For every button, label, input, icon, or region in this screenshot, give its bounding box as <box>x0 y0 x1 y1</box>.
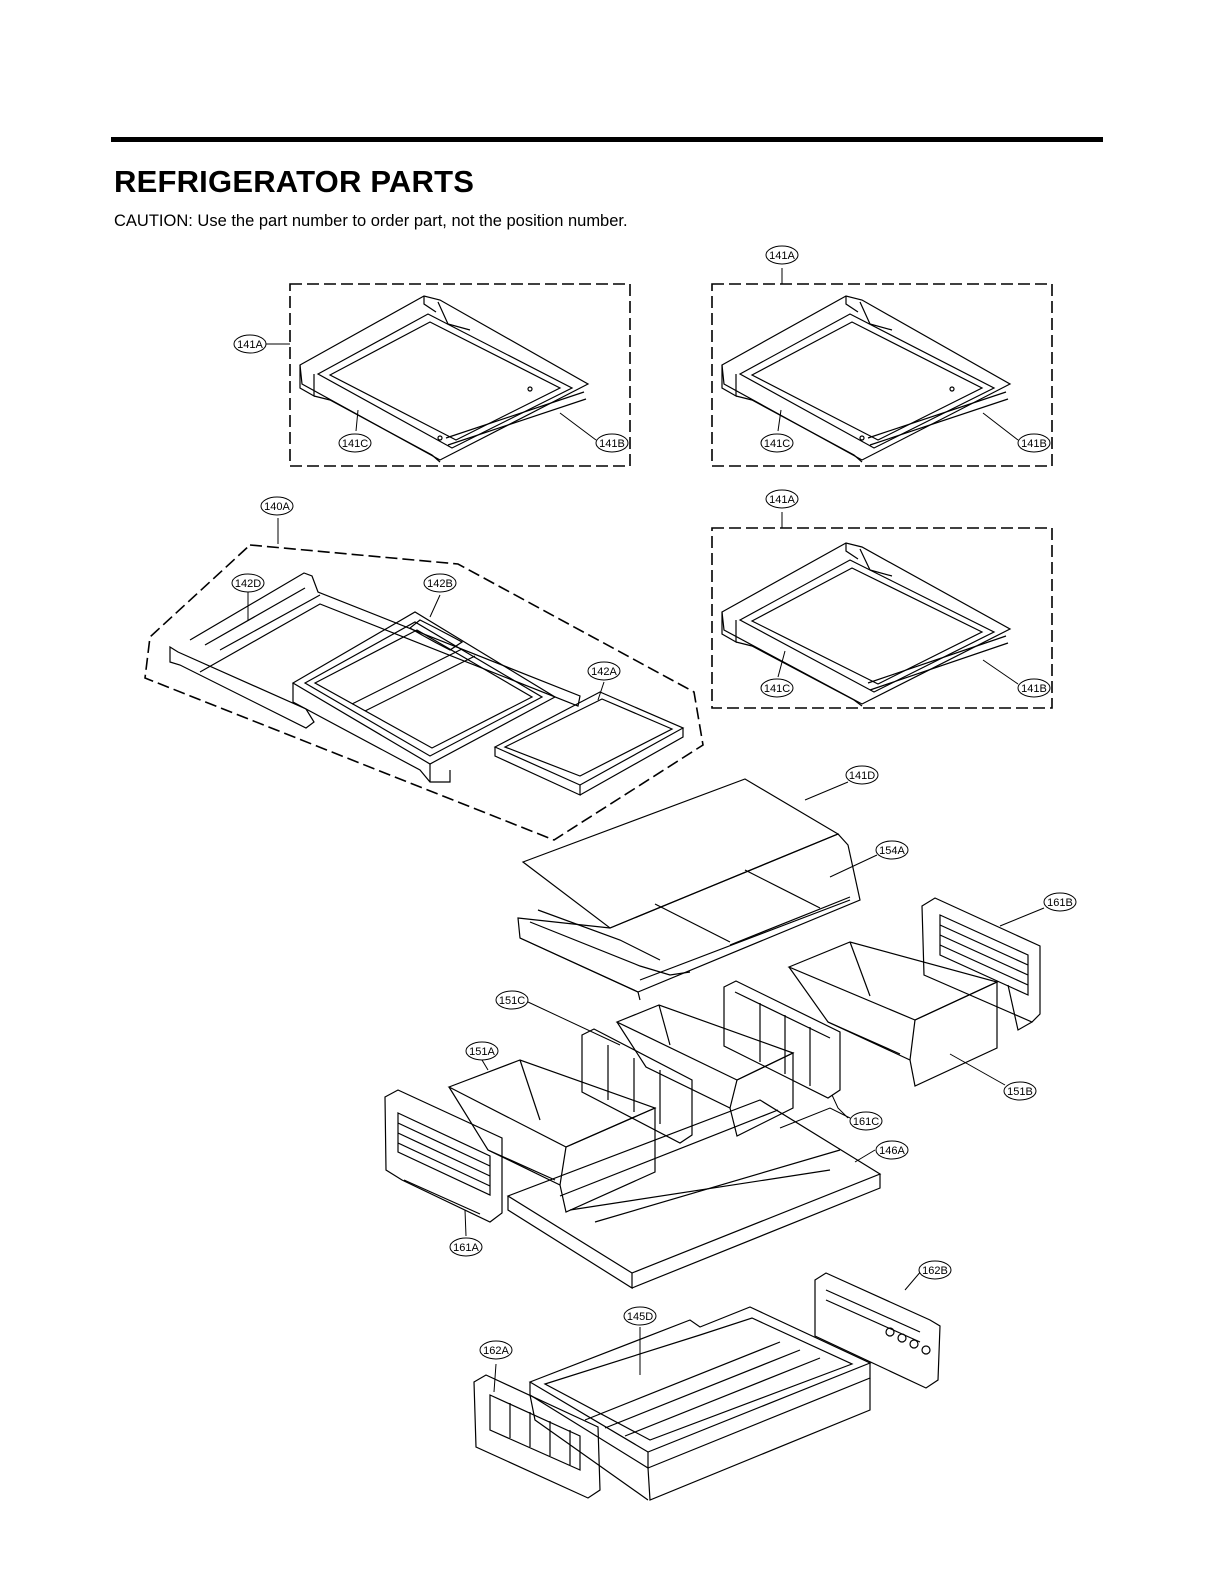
callout-151B <box>1003 1081 1037 1101</box>
label-140A: 140A <box>264 501 290 513</box>
callout-142D <box>231 573 265 593</box>
callouts <box>231 245 1077 1360</box>
shelf-group-box-2 <box>711 283 1053 467</box>
label-162B: 162B <box>922 1265 948 1277</box>
label-161B: 161B <box>1047 897 1073 909</box>
callout-142A <box>587 661 621 681</box>
divider-161C-right <box>723 980 841 1099</box>
label-141C-1: 141C <box>342 438 368 450</box>
label-141A-2: 141A <box>769 250 795 262</box>
bottom-tray-146A <box>506 1099 882 1290</box>
label-141D: 141D <box>849 770 875 782</box>
bracket-162B <box>814 1272 941 1389</box>
label-141A-3: 141A <box>769 494 795 506</box>
shelf-group-box-1 <box>289 283 631 467</box>
callout-141A-1 <box>233 334 267 354</box>
divider-161C-left <box>581 1028 693 1144</box>
callout-146A <box>875 1140 909 1160</box>
bracket-162A <box>473 1374 601 1499</box>
label-161A: 161A <box>453 1242 479 1254</box>
crisper-bin-151A <box>447 1059 657 1213</box>
callout-142B <box>423 573 457 593</box>
label-141B-1: 141B <box>599 438 625 450</box>
leader-lines <box>247 268 1045 1393</box>
callout-162A <box>479 1340 513 1360</box>
callout-161C <box>849 1111 883 1131</box>
label-141A-1: 141A <box>237 339 263 351</box>
callout-141B-2 <box>1017 433 1051 453</box>
callout-145D <box>623 1306 657 1326</box>
label-151A: 151A <box>469 1046 495 1058</box>
caution-note: CAUTION: Use the part number to order pa… <box>114 212 628 230</box>
crisper-bin-151C <box>615 1004 795 1137</box>
glass-shelf-1 <box>299 295 590 463</box>
label-161C: 161C <box>853 1116 879 1128</box>
callout-151A <box>465 1041 499 1061</box>
label-146A: 146A <box>879 1145 905 1157</box>
label-151B: 151B <box>1007 1086 1033 1098</box>
label-141B-2: 141B <box>1021 438 1047 450</box>
label-141C-2: 141C <box>764 438 790 450</box>
callout-141C-3 <box>760 678 794 698</box>
label-141C-3: 141C <box>764 683 790 695</box>
divider-161B <box>921 897 1041 1031</box>
label-151C: 151C <box>499 995 525 1007</box>
pantry-drawer-145D <box>528 1306 872 1501</box>
shelf-group-box-3 <box>711 527 1053 709</box>
callout-141A-2 <box>765 245 799 265</box>
label-141B-3: 141B <box>1021 683 1047 695</box>
divider-161A <box>384 1089 503 1223</box>
callout-154A <box>875 840 909 860</box>
callout-141B-3 <box>1017 678 1051 698</box>
callout-140A <box>260 496 294 516</box>
callout-141B-1 <box>595 433 629 453</box>
callout-151C <box>495 990 529 1010</box>
callout-141D <box>845 765 879 785</box>
label-145D: 145D <box>627 1311 653 1323</box>
header-rule <box>111 137 1103 142</box>
label-142B: 142B <box>427 578 453 590</box>
label-142A: 142A <box>591 666 617 678</box>
callout-141A-3 <box>765 489 799 509</box>
shelf-assembly-140A <box>169 572 685 796</box>
callout-141C-1 <box>338 433 372 453</box>
callout-141C-2 <box>760 433 794 453</box>
label-154A: 154A <box>879 845 905 857</box>
callout-161B <box>1043 892 1077 912</box>
glass-shelf-2 <box>721 295 1012 463</box>
label-142D: 142D <box>235 578 261 590</box>
callout-162B <box>918 1260 952 1280</box>
label-162A: 162A <box>483 1345 509 1357</box>
glass-shelf-3 <box>721 542 1012 707</box>
page-title: REFRIGERATOR PARTS <box>114 164 475 199</box>
shelf-frame-154A <box>517 833 861 1001</box>
callout-161A <box>449 1237 483 1257</box>
crisper-bin-151B <box>787 941 999 1087</box>
shelf-group-box-140A <box>144 544 704 841</box>
